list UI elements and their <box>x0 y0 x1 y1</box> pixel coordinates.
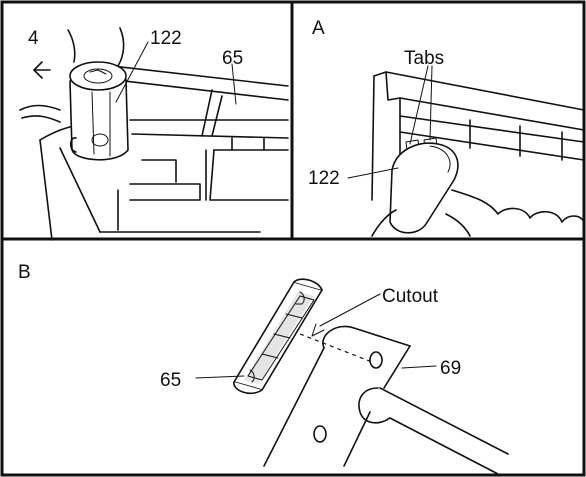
callout-122: 122 <box>150 28 182 49</box>
panel-b: B <box>18 262 509 475</box>
callout-tabs: Tabs <box>404 48 444 69</box>
alignment-guide-line <box>299 333 373 363</box>
callout-4: 4 <box>28 28 39 49</box>
hand-drawing <box>371 142 585 237</box>
part-122-bushing-drawing <box>69 61 129 161</box>
callout-122-a: 122 <box>308 168 340 189</box>
frame-tray-drawing <box>39 65 289 241</box>
leader-lines-top-left <box>115 41 237 105</box>
part-65-cover-drawing <box>233 278 323 395</box>
callout-65: 65 <box>222 48 243 69</box>
part-69-frame-tube-drawing <box>263 325 509 475</box>
panel-top-left: 4 122 65 <box>19 27 289 241</box>
leader-lines-panel-b <box>195 293 437 379</box>
panel-b-title: B <box>18 262 31 283</box>
callout-cutout: Cutout <box>382 286 439 307</box>
callout-65-b: 65 <box>160 370 181 391</box>
panel-a: A Tabs 122 <box>308 18 585 237</box>
leader-lines-panel-a <box>347 65 433 179</box>
cable-end-arrow <box>33 61 51 79</box>
panel-a-title: A <box>312 18 325 39</box>
callout-69: 69 <box>440 358 461 379</box>
cable-wire-drawing <box>19 27 125 123</box>
